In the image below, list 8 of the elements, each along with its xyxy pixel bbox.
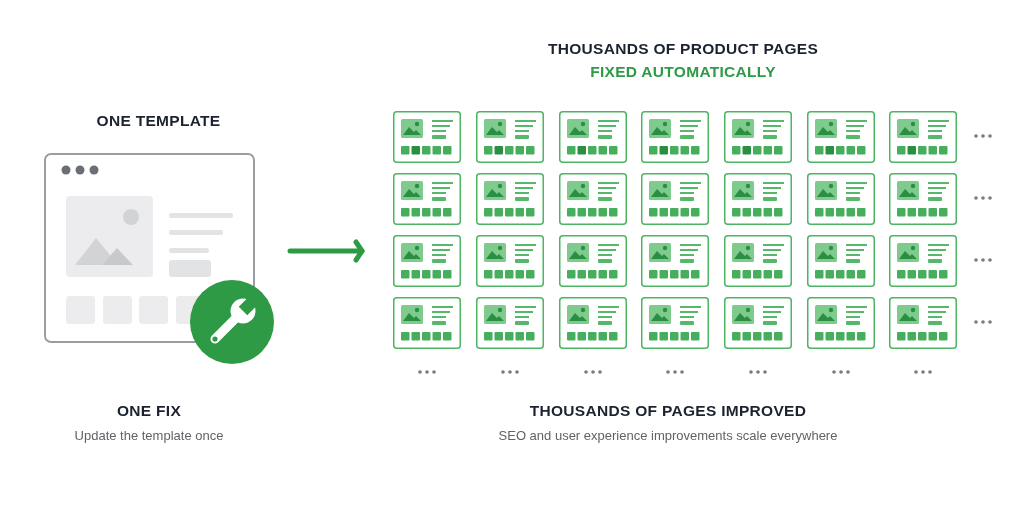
caption-text: SEO and user experience improvements scale everywhere	[497, 428, 839, 443]
caption-heading: THOUSANDS OF PAGES IMPROVED	[528, 402, 808, 420]
arrow	[287, 239, 365, 263]
caption-text: Update the template once	[73, 428, 225, 443]
heading: FIXED AUTOMATICALLY	[589, 63, 777, 81]
heading: THOUSANDS OF PRODUCT PAGES	[546, 40, 820, 58]
heading: ONE TEMPLATE	[95, 112, 222, 130]
caption-heading: ONE FIX	[115, 402, 183, 420]
